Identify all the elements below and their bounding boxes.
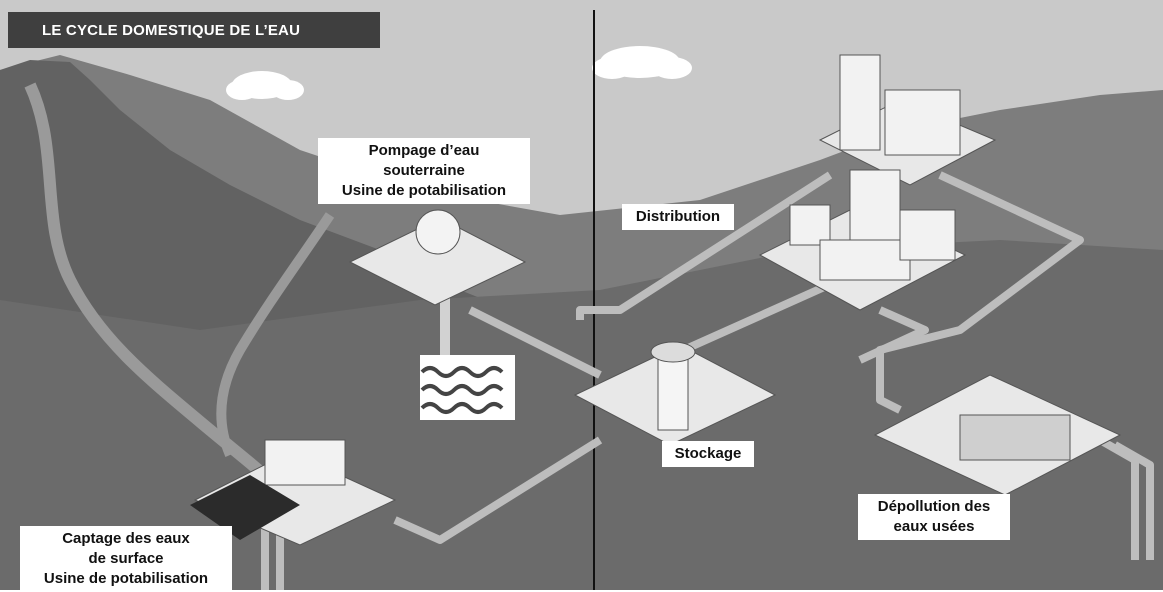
label-distribution-line1: Distribution xyxy=(635,208,721,225)
surface-water xyxy=(190,475,300,540)
label-pompage-line2: souterraine xyxy=(383,162,465,179)
label-captage-line2: de surface xyxy=(88,550,164,567)
platform-pompage xyxy=(348,217,527,306)
label-captage-line3: Usine de potabilisation xyxy=(43,570,209,587)
label-pompage-line3: Usine de potabilisation xyxy=(341,182,507,199)
groundwater-waves xyxy=(420,366,504,414)
diagram-title: LE CYCLE DOMESTIQUE DE L’EAU xyxy=(8,12,380,48)
cloud-right xyxy=(592,46,692,79)
label-depollution: Dépollution des eaux usées xyxy=(858,494,1010,540)
cloud-left xyxy=(226,71,304,100)
river-branch xyxy=(216,212,335,457)
label-depollution-line1: Dépollution des xyxy=(877,498,991,515)
pompage-dome xyxy=(415,209,461,255)
platform-captage xyxy=(193,451,397,546)
house-b xyxy=(849,169,901,241)
label-captage-line1: Captage des eaux xyxy=(62,530,190,547)
water-tower xyxy=(657,349,689,431)
label-stockage-line1: Stockage xyxy=(674,445,742,462)
house-a xyxy=(789,204,831,246)
house-d xyxy=(899,209,956,261)
label-pompage: Pompage d’eau souterraine Usine de potab… xyxy=(318,138,530,204)
factory-building xyxy=(884,89,961,156)
captage-building xyxy=(264,439,346,486)
tower-building xyxy=(839,54,881,151)
label-distribution: Distribution xyxy=(622,204,734,230)
water-tower-top xyxy=(650,341,696,363)
label-stockage: Stockage xyxy=(662,441,754,467)
label-depollution-line2: eaux usées xyxy=(893,518,975,535)
house-c xyxy=(819,239,911,281)
label-pompage-line1: Pompage d’eau xyxy=(368,142,480,159)
river xyxy=(24,82,285,495)
pump-shaft xyxy=(440,275,450,360)
treatment-basin xyxy=(959,414,1071,461)
label-captage: Captage des eaux de surface Usine de pot… xyxy=(20,526,232,592)
